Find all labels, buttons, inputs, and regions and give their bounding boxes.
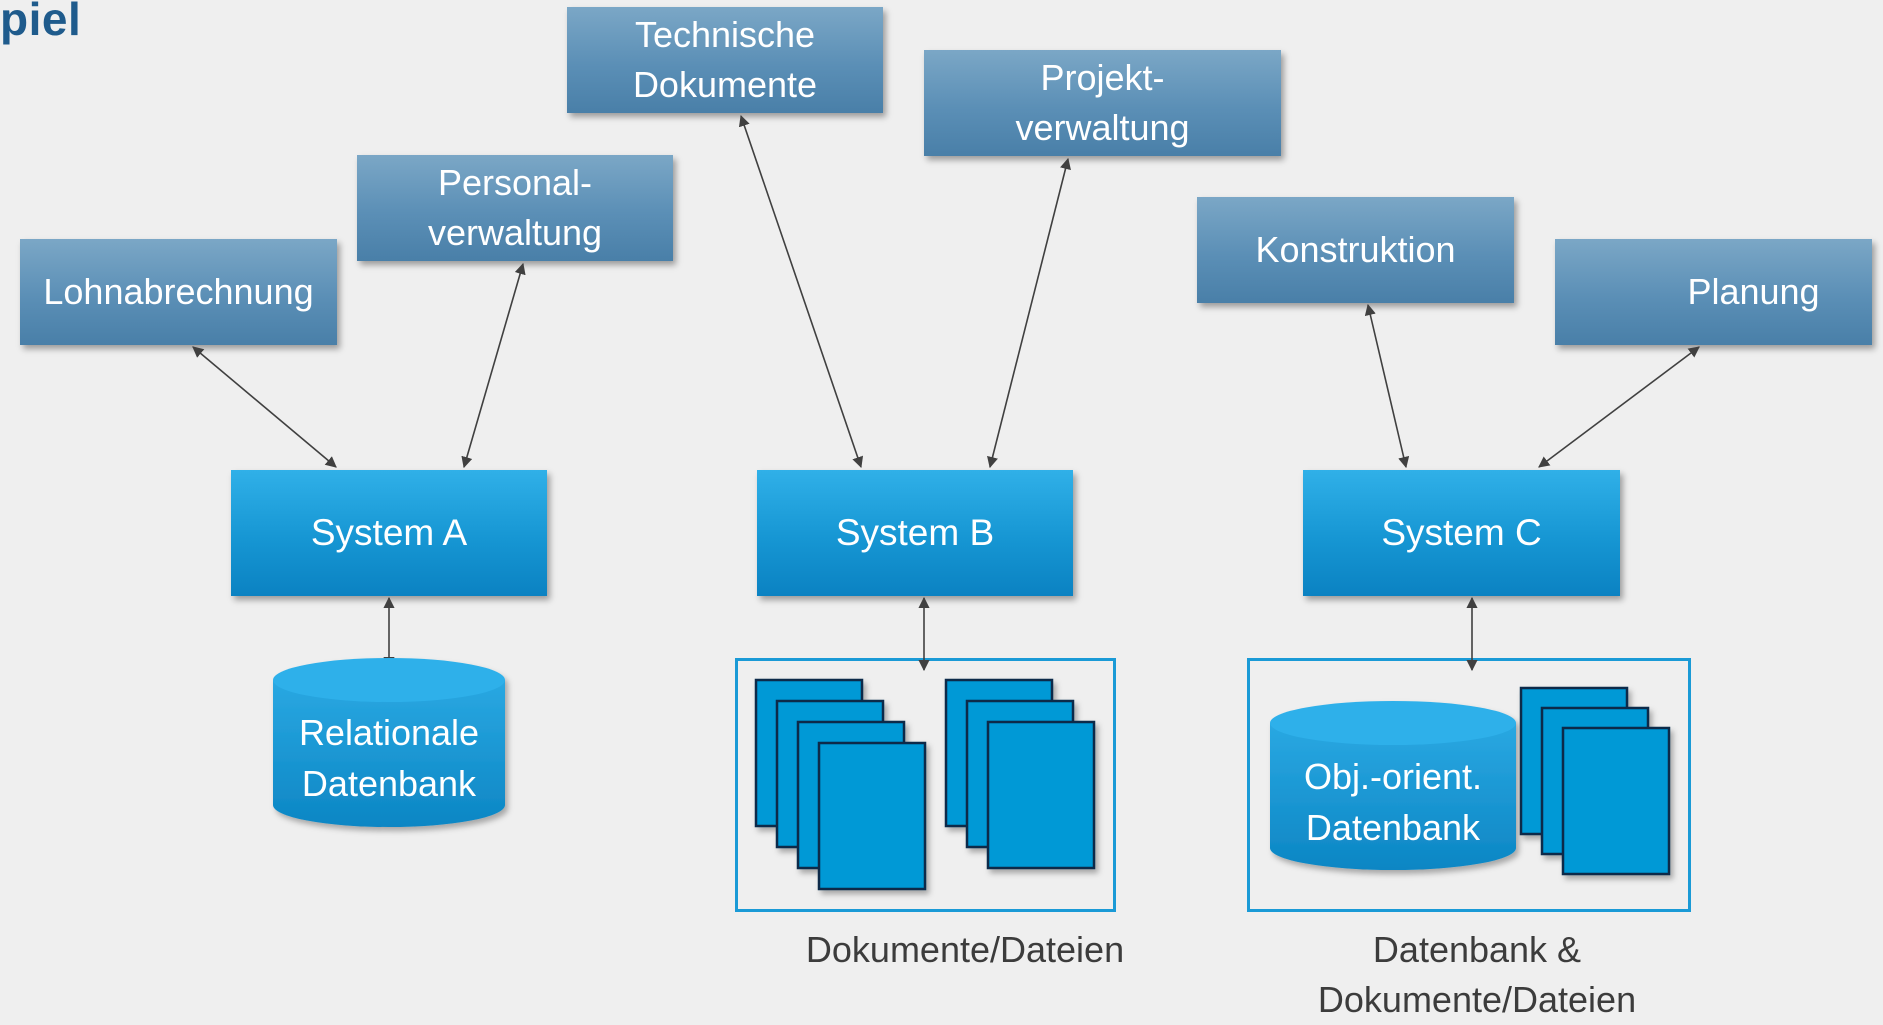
document-stack-right bbox=[1519, 686, 1671, 876]
system-c-label: System C bbox=[1381, 512, 1542, 553]
planung-box: Planung bbox=[1555, 239, 1872, 345]
konstruktion-box: Konstruktion bbox=[1197, 197, 1514, 303]
document-stack-left bbox=[754, 678, 927, 891]
technische-dokumente-label: Technische Dokumente bbox=[632, 14, 818, 105]
db-documents-caption: Datenbank & Dokumente/Dateien bbox=[1317, 929, 1637, 1020]
personalverwaltung-box: Personal- verwaltung bbox=[357, 155, 673, 261]
relational-database-cylinder bbox=[273, 658, 505, 827]
relational-database-label: Relationale Datenbank bbox=[298, 712, 480, 804]
object-oriented-database-cylinder bbox=[1270, 701, 1516, 870]
planung-label: Planung bbox=[1687, 271, 1820, 312]
lohnabrechnung-label: Lohnabrechnung bbox=[43, 271, 314, 312]
technische-dokumente-box: Technische Dokumente bbox=[567, 7, 883, 113]
slide-title: piel bbox=[0, 0, 82, 45]
system-b-box: System B bbox=[757, 470, 1073, 596]
documents-files-caption: Dokumente/Dateien bbox=[805, 929, 1125, 970]
system-c-box: System C bbox=[1303, 470, 1620, 596]
konstruktion-label: Konstruktion bbox=[1255, 229, 1456, 270]
projektverwaltung-label: Projekt- verwaltung bbox=[1015, 57, 1190, 148]
system-a-box: System A bbox=[231, 470, 547, 596]
system-a-label: System A bbox=[310, 512, 468, 553]
projektverwaltung-box: Projekt- verwaltung bbox=[924, 50, 1281, 156]
lohnabrechnung-box: Lohnabrechnung bbox=[20, 239, 337, 345]
arrow-konstruktion-system-c bbox=[1364, 303, 1410, 469]
arrow-lohnabrechnung-system-a bbox=[192, 346, 337, 468]
arrow-personalverwaltung-system-a bbox=[461, 262, 526, 469]
personalverwaltung-label: Personal- verwaltung bbox=[427, 162, 603, 253]
arrow-technische-dokumente-system-b bbox=[738, 114, 864, 469]
document-stack-middle bbox=[944, 678, 1096, 870]
system-b-label: System B bbox=[835, 512, 995, 553]
arrow-projektverwaltung-system-b bbox=[987, 157, 1071, 469]
object-oriented-database-label: Obj.-orient. Datenbank bbox=[1303, 756, 1483, 848]
arrow-planung-system-c bbox=[1538, 346, 1700, 468]
